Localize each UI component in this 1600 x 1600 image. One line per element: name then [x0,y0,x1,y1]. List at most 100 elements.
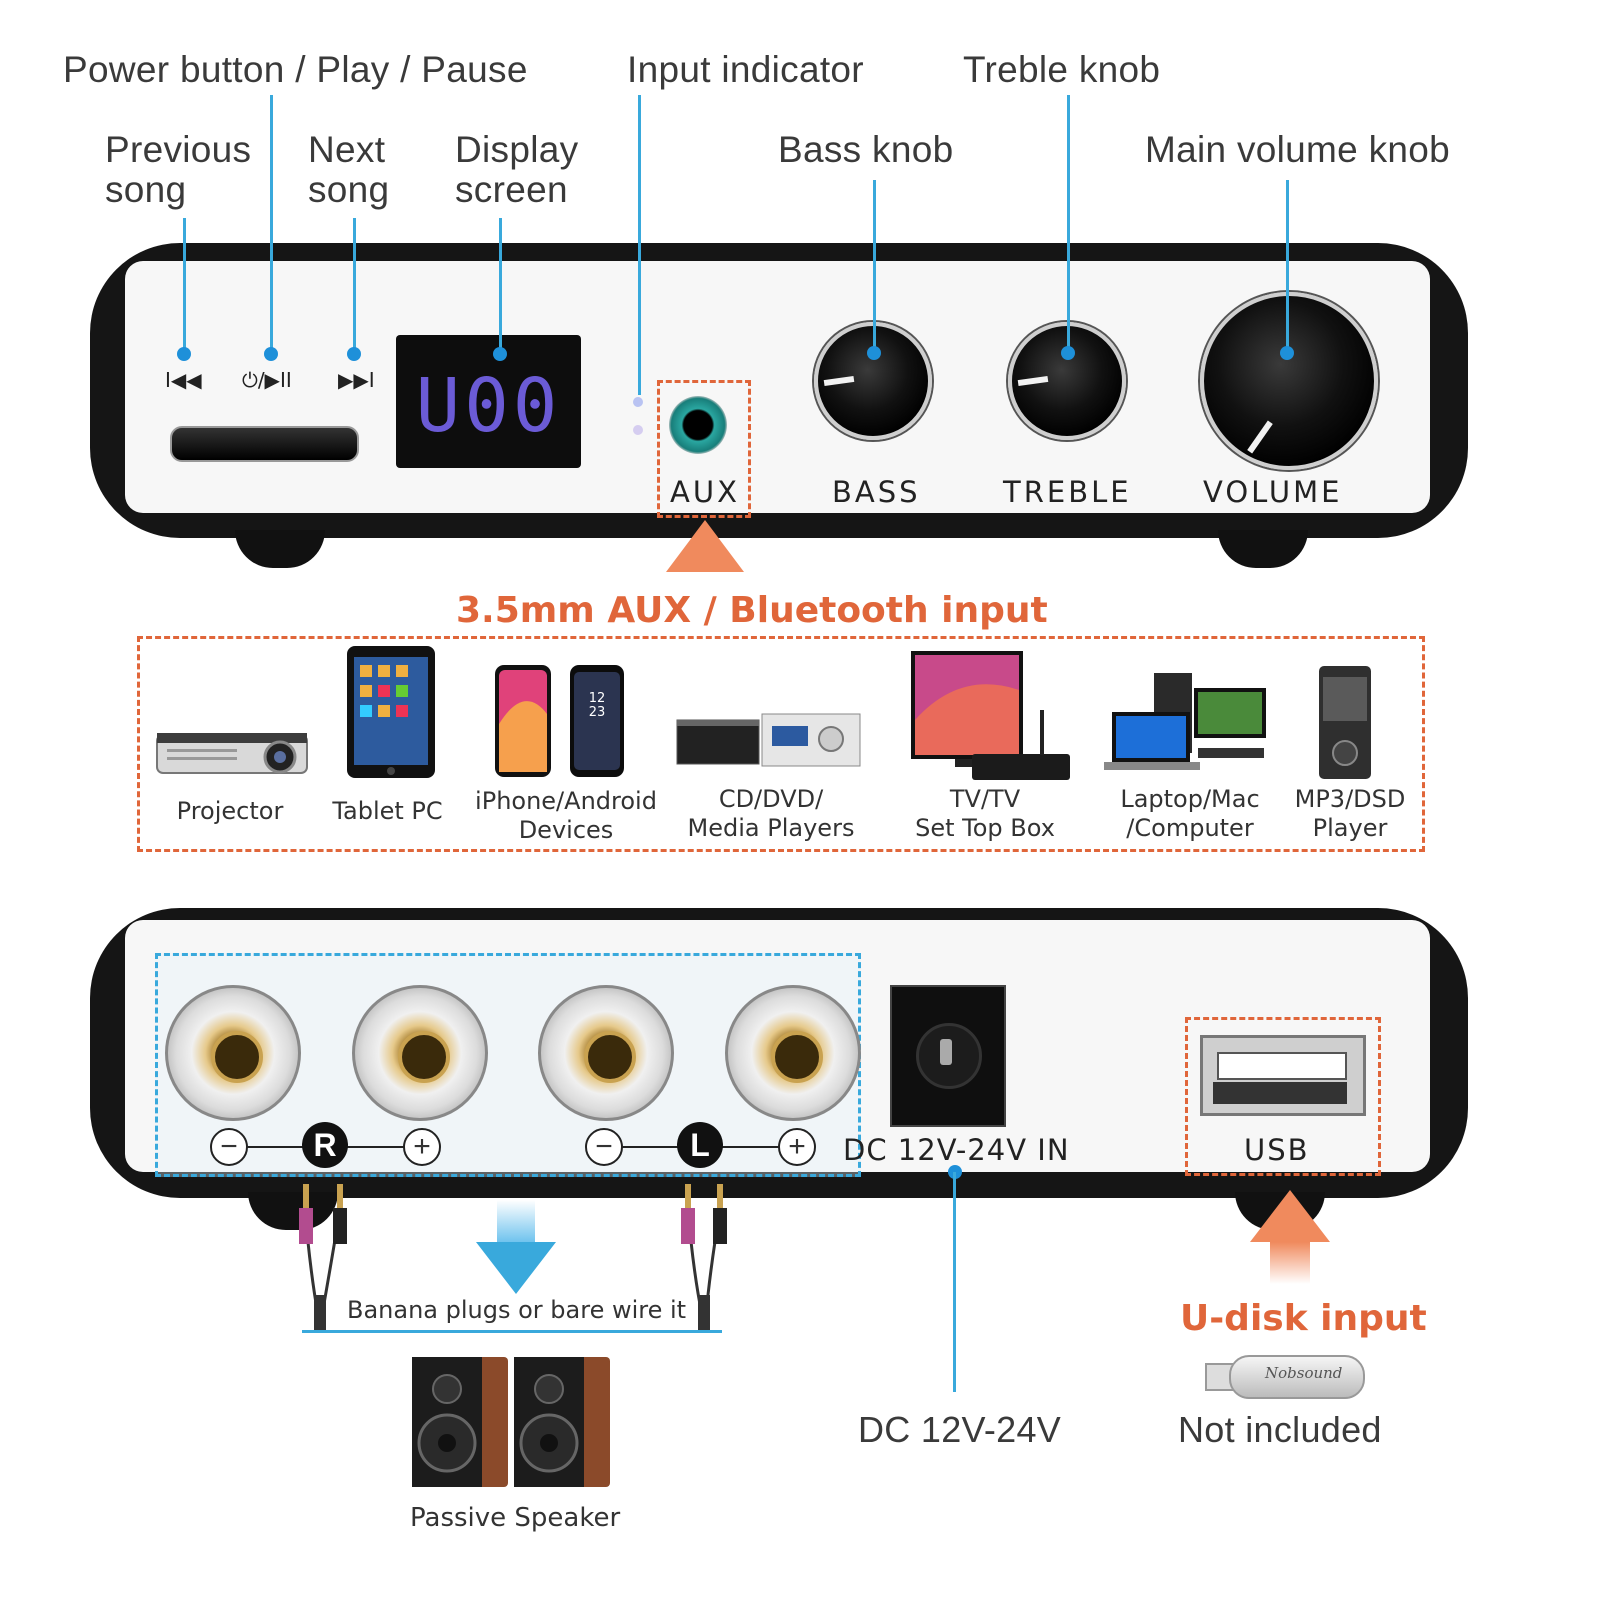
usb-port[interactable] [1200,1035,1366,1116]
dot-treble [1061,346,1075,360]
terminal-core [584,1031,636,1083]
device-label-media-player: CD/DVD/ Media Players [687,785,855,842]
aux-jack[interactable] [669,396,727,454]
callout-next-song: Next song [308,129,390,210]
terminal-l-minus[interactable] [538,985,674,1121]
front-left-foot [235,530,325,568]
card-slot[interactable] [170,426,359,462]
passive-speaker-icon [412,1357,610,1487]
aux-label: AUX [670,475,740,509]
terminal-core [211,1031,263,1083]
callout-previous-song: Previous song [105,129,252,210]
plus-l-symbol: + [778,1128,816,1166]
terminal-core [771,1031,823,1083]
right-channel-text: R [313,1127,337,1163]
usb-stick-icon: Nobsound [1205,1355,1365,1399]
svg-text:23: 23 [589,705,606,720]
line-bass [873,180,876,350]
line-volume [1286,180,1289,350]
terminal-r-plus[interactable] [352,985,488,1121]
display-digits: U00 [415,363,562,449]
minus-r-symbol: − [210,1128,248,1166]
usb-port-cavity [1213,1082,1347,1104]
left-channel-badge: L [677,1122,723,1168]
udisk-title: U-disk input [1180,1298,1427,1339]
volume-label: VOLUME [1203,475,1343,509]
callout-input-indicator: Input indicator [627,49,864,90]
dc-jack[interactable] [890,985,1006,1127]
media-player-icon [676,713,861,767]
line-previous-song [183,218,186,353]
aux-up-arrow-icon [666,520,744,572]
volume-knob[interactable] [1200,292,1378,470]
previous-song-button[interactable]: I◀◀ [165,368,202,392]
svg-text:12: 12 [589,691,606,706]
input-section-title: 3.5mm AUX / Bluetooth input [456,590,1048,631]
device-label-smartphone: iPhone/Android Devices [475,787,657,844]
device-label-tablet: Tablet PC [332,797,443,825]
dc-jack-pin [940,1039,952,1065]
power-play-button[interactable]: ⏻/▶II [242,368,292,392]
callout-display-screen: Display screen [455,129,579,210]
tablet-icon [347,646,435,778]
line-display [499,218,502,353]
callout-main-volume-knob: Main volume knob [1145,129,1451,170]
plus-r-text: + [413,1130,431,1163]
callout-power-play: Power button / Play / Pause [63,49,528,90]
indicator-led-bottom [633,425,643,435]
treble-label: TREBLE [1003,475,1132,509]
device-label-projector: Projector [176,797,284,825]
usb-stick-brand: Nobsound [1265,1364,1343,1382]
left-channel-text: L [690,1127,710,1163]
dot-power-play [264,347,278,361]
callout-bass-knob: Bass knob [778,129,954,170]
usb-up-arrow-stem [1270,1242,1310,1284]
input-devices-box [137,636,1425,852]
dot-volume [1280,346,1294,360]
dc-caption: DC 12V-24V [858,1409,1062,1450]
usb-label: USB [1244,1133,1310,1167]
dot-previous-song [177,347,191,361]
callout-treble-knob: Treble knob [963,49,1161,90]
line-treble [1067,95,1070,350]
dot-bass [867,346,881,360]
bass-knob-indicator [823,375,855,387]
device-label-mp3-player: MP3/DSD Player [1294,785,1406,842]
minus-r-text: − [220,1130,238,1163]
dot-display [493,347,507,361]
passive-speaker-caption: Passive Speaker [410,1503,621,1533]
mp3-player-icon [1319,666,1371,779]
tv-icon [911,651,1070,780]
down-arrow-stem [497,1200,535,1242]
aux-highlight-box [657,380,751,518]
next-song-button[interactable]: ▶▶I [338,368,375,392]
projector-icon [156,733,308,774]
dc-input-label: DC 12V-24V IN [843,1133,1070,1167]
usb-highlight-box [1185,1017,1381,1176]
bass-label: BASS [832,475,921,509]
terminal-l-plus[interactable] [725,985,861,1121]
udisk-note: Not included [1178,1409,1382,1450]
display-screen: U00 [396,335,581,468]
device-label-tv: TV/TV Set Top Box [915,785,1055,842]
plus-r-symbol: + [403,1128,441,1166]
volume-knob-indicator [1247,420,1273,454]
computer-icon [1104,673,1266,770]
banana-plug-wires-icon [299,1184,727,1333]
smartphone-icon: 12 23 [495,665,624,777]
dot-next-song [347,347,361,361]
usb-up-arrow-icon [1250,1190,1330,1242]
front-right-foot [1218,530,1308,568]
plus-l-text: + [788,1130,806,1163]
line-dc [953,1172,956,1392]
treble-knob-indicator [1017,375,1049,387]
banana-plugs-text: Banana plugs or bare wire it [347,1296,687,1324]
line-power-play [270,95,273,353]
indicator-led-top [633,397,643,407]
device-label-computer: Laptop/Mac /Computer [1120,785,1260,842]
usb-port-tongue [1217,1052,1347,1080]
terminal-r-minus[interactable] [165,985,301,1121]
line-input-indicator [638,95,641,395]
down-arrow-icon [476,1242,556,1294]
right-channel-badge: R [302,1122,348,1168]
